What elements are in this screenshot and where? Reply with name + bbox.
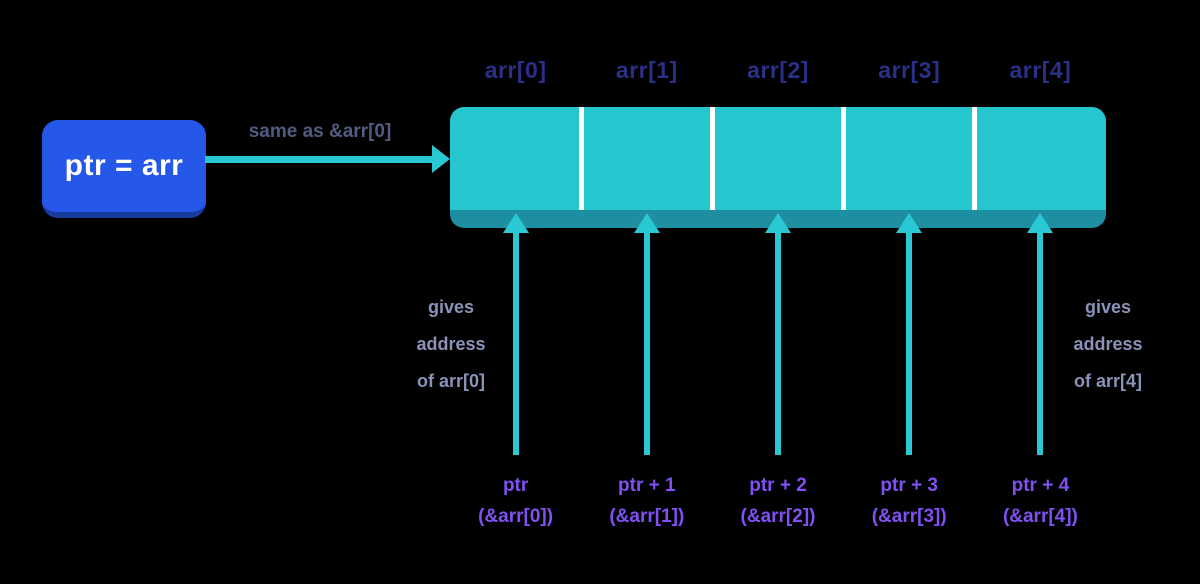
pointer-label-2: ptr + 2 (&arr[2]) xyxy=(712,470,843,532)
addr-expr-4: (&arr[4]) xyxy=(1002,506,1078,527)
index-label-arr3: arr[3] xyxy=(878,57,941,83)
up-arrowhead-icon xyxy=(503,213,529,233)
up-arrow-line xyxy=(1037,233,1043,455)
addr-expr-3: (&arr[3]) xyxy=(871,506,947,527)
up-arrow-icon-arr1 xyxy=(634,213,660,455)
up-arrow-icon-arr2 xyxy=(765,213,791,455)
ptr-expr-0: ptr xyxy=(502,475,529,496)
addr-expr-2: (&arr[2]) xyxy=(740,506,816,527)
up-arrow-line xyxy=(513,233,519,455)
array-body xyxy=(450,107,1106,210)
left-note-line1: gives xyxy=(427,297,475,317)
array-index-labels: arr[0] arr[1] arr[2] arr[3] arr[4] xyxy=(450,57,1106,84)
pointer-assignment-label: ptr = arr xyxy=(64,149,184,182)
array-box xyxy=(450,107,1106,228)
ptr-expr-1: ptr + 1 xyxy=(618,475,676,496)
cell-divider xyxy=(841,107,847,210)
right-arrowhead-icon xyxy=(432,145,450,173)
cell-divider xyxy=(972,107,978,210)
right-note-line2: address xyxy=(1073,334,1143,354)
right-note: gives address of arr[4] xyxy=(1043,289,1173,400)
up-arrow-icon-arr4 xyxy=(1027,213,1053,455)
index-label-arr0: arr[0] xyxy=(484,57,547,83)
up-arrowhead-icon xyxy=(765,213,791,233)
ptr-expr-4: ptr + 4 xyxy=(1011,475,1070,496)
up-arrow-icon-arr3 xyxy=(896,213,922,455)
up-arrow-icon-arr0 xyxy=(503,213,529,455)
up-arrowhead-icon xyxy=(896,213,922,233)
addr-expr-0: (&arr[0]) xyxy=(478,506,554,527)
up-arrow-line xyxy=(644,233,650,455)
pointer-label-1: ptr + 1 (&arr[1]) xyxy=(581,470,712,532)
index-label-arr1: arr[1] xyxy=(615,57,678,83)
assignment-arrow-caption: same as &arr[0] xyxy=(248,121,392,142)
up-arrow-line xyxy=(906,233,912,455)
left-note-line3: of arr[0] xyxy=(416,371,485,391)
addr-expr-1: (&arr[1]) xyxy=(609,506,685,527)
index-label-arr2: arr[2] xyxy=(747,57,809,83)
cell-divider xyxy=(578,107,584,210)
pointer-label-0: ptr (&arr[0]) xyxy=(450,470,581,532)
pointer-label-4: ptr + 4 (&arr[4]) xyxy=(975,470,1106,532)
pointer-label-3: ptr + 3 (&arr[3]) xyxy=(844,470,975,532)
left-note-line2: address xyxy=(416,334,486,354)
right-note-line3: of arr[4] xyxy=(1073,371,1142,391)
up-arrow-line xyxy=(775,233,781,455)
pointer-expression-labels: ptr (&arr[0]) ptr + 1 (&arr[1]) ptr + 2 … xyxy=(450,470,1106,532)
left-note: gives address of arr[0] xyxy=(386,289,516,400)
up-arrowhead-icon xyxy=(634,213,660,233)
cell-divider xyxy=(709,107,715,210)
pointer-assignment-box: ptr = arr xyxy=(42,120,206,218)
up-arrowhead-icon xyxy=(1027,213,1053,233)
index-label-arr4: arr[4] xyxy=(1009,57,1072,83)
ptr-expr-3: ptr + 3 xyxy=(880,475,938,496)
right-arrow-icon xyxy=(205,156,435,163)
ptr-expr-2: ptr + 2 xyxy=(749,475,807,496)
right-note-line1: gives xyxy=(1084,297,1132,317)
